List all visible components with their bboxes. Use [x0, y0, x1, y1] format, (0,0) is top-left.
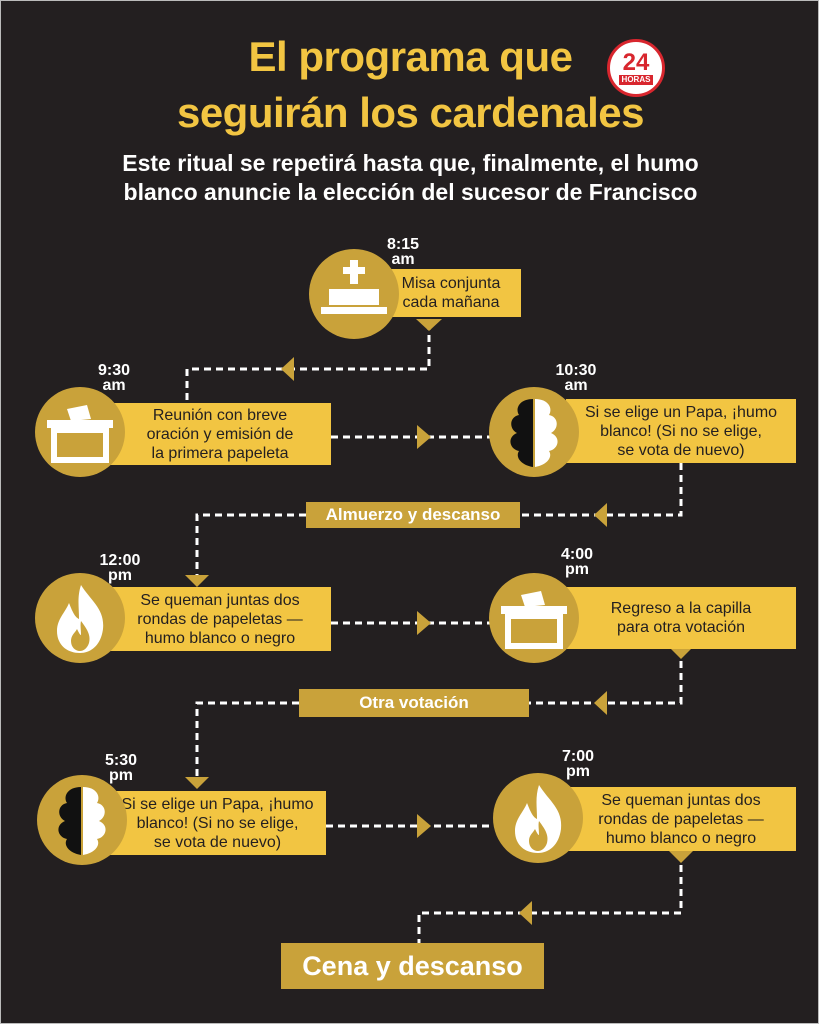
arrow-1 [416, 319, 442, 331]
lunch-break-label: Almuerzo y descanso [306, 502, 520, 528]
arrow-3 [417, 425, 431, 449]
step-4-box: Se queman juntas dos rondas de papeletas… [109, 587, 331, 651]
logo-number: 24 [622, 48, 650, 76]
step-2-box: Reunión con breve oración y emisión de l… [109, 403, 331, 465]
connector-9 [417, 853, 683, 947]
step-4-time: 12:00 pm [99, 552, 141, 584]
step-7-box: Se queman juntas dos rondas de papeletas… [566, 787, 796, 851]
step-6-icon-circle [37, 775, 127, 865]
title-line-1: El programa que [248, 33, 573, 80]
dinner-break-label: Cena y descanso [281, 943, 544, 989]
step-4-icon-circle [35, 573, 125, 663]
arrow-11 [669, 851, 693, 863]
connector-1 [185, 323, 431, 401]
step-5-icon-circle [489, 573, 579, 663]
arrow-12 [519, 901, 532, 925]
arrow-2 [281, 357, 294, 381]
step-7-time: 7:00 pm [561, 748, 595, 780]
ballot-box-icon [47, 405, 113, 463]
smoke-icon [510, 399, 558, 467]
step-1-box: Misa conjunta cada mañana [381, 269, 521, 317]
altar-icon [321, 260, 387, 314]
arrow-4 [594, 503, 607, 527]
connector-6 [529, 649, 683, 705]
another-vote-label: Otra votación [299, 689, 529, 717]
step-1-time: 8:15 am [386, 236, 420, 268]
arrow-10 [417, 814, 431, 838]
arrow-6 [417, 611, 431, 635]
logo-word: HORAS [618, 74, 654, 85]
fire-icon [57, 585, 104, 653]
logo-24-horas: 24 HORAS [607, 39, 665, 97]
step-5-time: 4:00 pm [560, 546, 594, 578]
arrow-5 [185, 575, 209, 587]
step-2-icon-circle [35, 387, 125, 477]
step-6-time: 5:30 pm [104, 752, 138, 784]
step-2-time: 9:30 am [97, 362, 131, 394]
step-3-box: Si se elige un Papa, ¡humo blanco! (Si n… [566, 399, 796, 463]
step-7-icon-circle [493, 773, 583, 863]
connector-3 [521, 463, 683, 517]
subtitle-line-1: Este ritual se repetirá hasta que, final… [122, 150, 699, 176]
smoke-icon [58, 787, 106, 855]
title-line-2: seguirán los cardenales [176, 89, 645, 136]
step-3-time: 10:30 am [555, 362, 597, 394]
subtitle-line-2: blanco anuncie la elección del sucesor d… [123, 179, 698, 205]
connector-4 [195, 513, 306, 579]
arrow-7 [669, 647, 693, 659]
step-3-icon-circle [489, 387, 579, 477]
arrow-9 [185, 777, 209, 789]
step-1-icon-circle [309, 249, 399, 339]
connector-7 [195, 701, 299, 781]
step-6-box: Si se elige un Papa, ¡humo blanco! (Si n… [109, 791, 326, 855]
ballot-box-icon [501, 591, 567, 649]
step-5-box: Regreso a la capilla para otra votación [566, 587, 796, 649]
arrow-8 [594, 691, 607, 715]
fire-icon [515, 785, 562, 853]
